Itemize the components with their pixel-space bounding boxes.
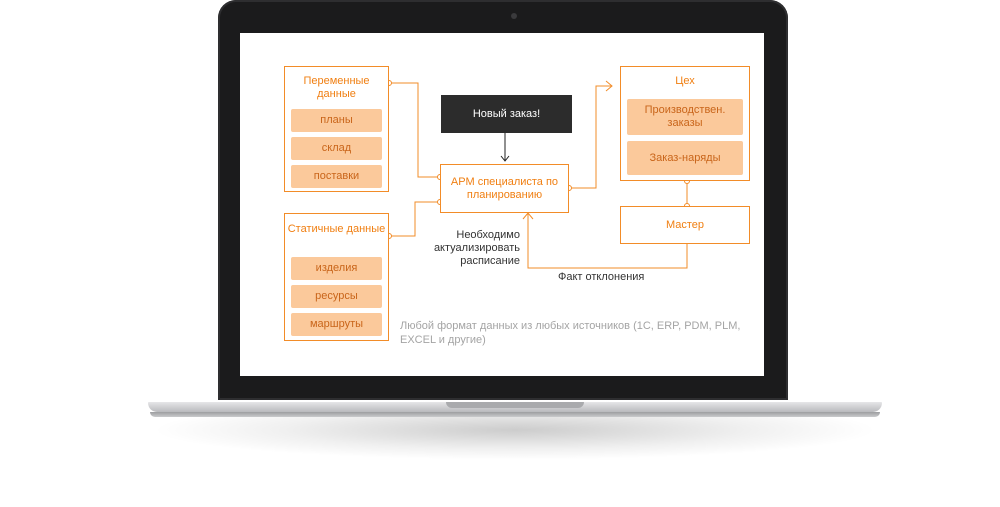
workshop-item-work-orders: Заказ-наряды	[627, 141, 743, 175]
connector-variable-to-planner	[389, 82, 440, 178]
master-box: Мастер	[620, 206, 750, 244]
arrowhead-planner	[522, 212, 534, 220]
arrowhead-order	[500, 155, 510, 162]
static-item-products: изделия	[291, 257, 382, 280]
workshop-item-production-orders: Производствен. заказы	[627, 99, 743, 135]
variable-item-stock: склад	[291, 137, 382, 160]
connector-master-to-planner	[527, 213, 688, 269]
new-order-box: Новый заказ!	[441, 95, 572, 133]
master-title: Мастер	[665, 219, 705, 231]
planner-title: АРМ специалиста по планированию	[450, 176, 559, 201]
workshop-box: Цех Производствен. заказы Заказ-наряды	[620, 66, 750, 181]
planner-box: АРМ специалиста по планированию	[440, 164, 569, 213]
static-item-resources: ресурсы	[291, 285, 382, 308]
arrowhead-workshop	[605, 80, 613, 92]
sources-note: Любой формат данных из любых источников …	[400, 320, 741, 346]
variable-item-deliveries: поставки	[291, 165, 382, 188]
camera-icon	[511, 13, 517, 19]
static-data-title: Статичные данные	[287, 223, 386, 235]
update-schedule-caption: Необходимо актуализировать расписание	[433, 229, 520, 267]
deviation-caption: Факт отклонения	[558, 271, 645, 283]
connector-planner-to-workshop	[569, 85, 612, 189]
laptop-notch	[446, 402, 584, 408]
static-data-box: Статичные данные изделия ресурсы маршрут…	[284, 213, 389, 341]
laptop-screen: Переменные данные планы склад поставки С…	[240, 33, 764, 376]
connector-static-to-planner	[389, 201, 440, 237]
static-item-routes: маршруты	[291, 313, 382, 336]
workshop-title: Цех	[675, 75, 695, 87]
variable-data-box: Переменные данные планы склад поставки	[284, 66, 389, 192]
variable-item-plans: планы	[291, 109, 382, 132]
variable-data-title: Переменные данные	[303, 75, 370, 100]
laptop-foot	[150, 412, 880, 417]
